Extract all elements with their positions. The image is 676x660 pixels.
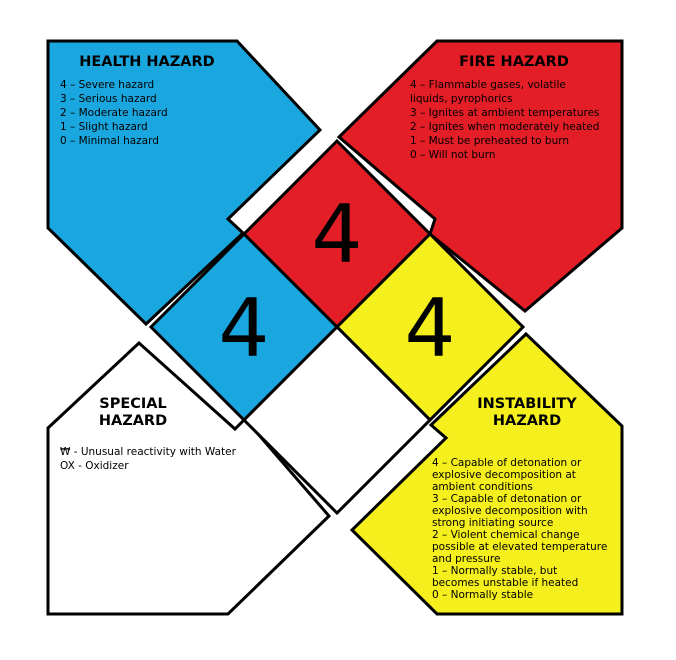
instability-line: 0 – Normally stable <box>432 589 533 601</box>
fire-line: 0 – Will not burn <box>410 149 496 161</box>
instability-line: 1 – Normally stable, but <box>432 565 557 577</box>
instability-line: possible at elevated temperature <box>432 541 607 553</box>
instability-hazard-panel <box>349 331 624 616</box>
instability-line: 2 – Violent chemical change <box>432 529 580 541</box>
health-line: 2 – Moderate hazard <box>60 107 168 119</box>
instability-hazard-title: HAZARD <box>493 413 561 429</box>
special-hazard-panel <box>46 340 332 616</box>
instability-line: strong initiating source <box>432 517 553 529</box>
fire-line: 4 – Flammable gases, volatile <box>410 79 566 91</box>
special-diamond <box>241 324 433 516</box>
instability-rating: 4 <box>405 282 456 375</box>
health-line: 4 – Severe hazard <box>60 79 154 91</box>
instability-line: and pressure <box>432 553 500 565</box>
health-hazard-title: HEALTH HAZARD <box>79 54 214 70</box>
fire-line: 1 – Must be preheated to burn <box>410 135 569 147</box>
instability-line: explosive decomposition at <box>432 469 576 481</box>
instability-line: becomes unstable if heated <box>432 577 578 589</box>
health-hazard-panel <box>46 39 323 327</box>
instability-line: ambient conditions <box>432 481 533 493</box>
fire-hazard-title: FIRE HAZARD <box>459 54 569 70</box>
instability-line: explosive decomposition with <box>432 505 588 517</box>
health-line: 1 – Slight hazard <box>60 121 148 133</box>
special-line: ₩ - Unusual reactivity with Water <box>60 446 237 458</box>
fire-hazard-panel <box>336 39 624 313</box>
fire-line: liquids, pyrophorics <box>410 93 513 105</box>
health-line: 3 – Serious hazard <box>60 93 157 105</box>
instability-line: 3 – Capable of detonation or <box>432 493 582 505</box>
special-line: OX - Oxidizer <box>60 460 129 472</box>
instability-hazard-title: INSTABILITY <box>477 396 577 412</box>
special-hazard-title: HAZARD <box>99 413 167 429</box>
instability-line: 4 – Capable of detonation or <box>432 457 582 469</box>
fire-line: 3 – Ignites at ambient temperatures <box>410 107 600 119</box>
fire-rating: 4 <box>312 188 363 281</box>
fire-line: 2 – Ignites when moderately heated <box>410 121 599 133</box>
health-rating: 4 <box>219 282 270 375</box>
health-line: 0 – Minimal hazard <box>60 135 159 147</box>
special-hazard-title: SPECIAL <box>99 396 166 412</box>
